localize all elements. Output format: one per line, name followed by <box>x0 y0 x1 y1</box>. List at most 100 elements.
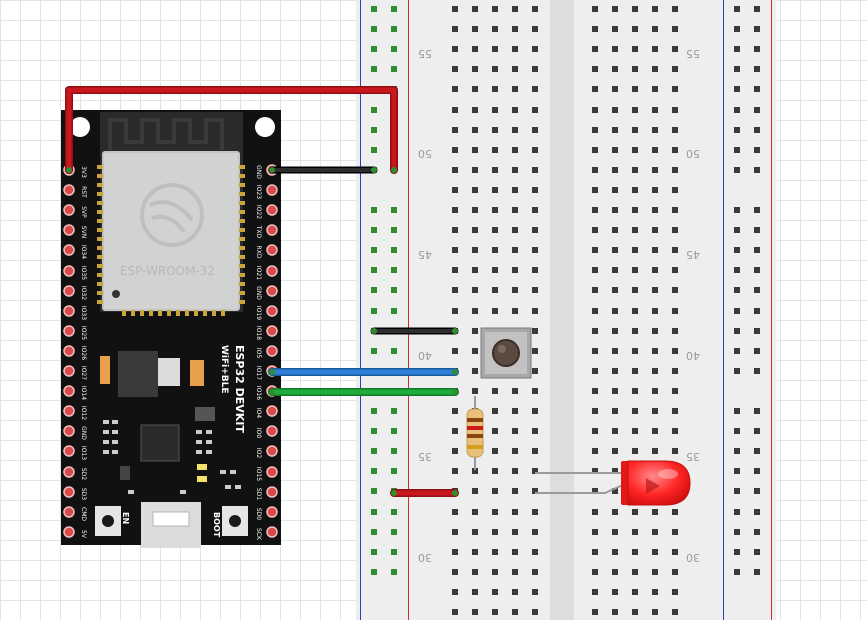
breadboard-hole <box>652 388 658 394</box>
breadboard-hole <box>612 207 618 213</box>
rail-hole <box>391 448 397 454</box>
breadboard-hole <box>472 287 478 293</box>
breadboard-hole <box>592 529 598 535</box>
breadboard-hole <box>672 308 678 314</box>
pin-label-left: SVN <box>80 226 87 238</box>
breadboard-hole <box>532 267 538 273</box>
rail-hole <box>734 247 740 253</box>
rail-hole <box>754 308 760 314</box>
castellation <box>239 228 245 232</box>
breadboard-hole <box>672 267 678 273</box>
castellation <box>239 237 245 241</box>
breadboard-hole <box>652 167 658 173</box>
row-number-45-right: 45 <box>686 248 700 261</box>
breadboard-hole <box>532 509 538 515</box>
castellation <box>239 282 245 286</box>
rail-hole <box>371 207 377 213</box>
esp-module: ESP-WROOM-32 <box>97 112 245 316</box>
wire-end <box>269 389 275 395</box>
castellation <box>194 310 198 316</box>
pin-label-left: SVP <box>80 206 87 218</box>
breadboard-hole <box>592 448 598 454</box>
breadboard-hole <box>632 267 638 273</box>
breadboard-hole <box>612 488 618 494</box>
pin-right <box>266 204 278 216</box>
castellation <box>239 165 245 169</box>
rail-hole <box>391 6 397 12</box>
pin-left <box>63 425 75 437</box>
pin-label-right: IO22 <box>255 205 262 219</box>
pin1-dot <box>112 290 120 298</box>
breadboard-hole <box>512 26 518 32</box>
pin-label-right: IO16 <box>255 386 262 400</box>
breadboard-hole <box>592 388 598 394</box>
rail-hole <box>371 267 377 273</box>
breadboard-hole <box>532 308 538 314</box>
castellation <box>97 237 103 241</box>
breadboard-hole <box>472 46 478 52</box>
breadboard-hole <box>592 6 598 12</box>
breadboard-hole <box>492 569 498 575</box>
breadboard-hole <box>632 569 638 575</box>
breadboard-hole <box>592 86 598 92</box>
rail-hole <box>754 488 760 494</box>
module-can <box>102 151 240 311</box>
rail-hole <box>371 107 377 113</box>
breadboard-hole <box>672 448 678 454</box>
breadboard-hole <box>632 227 638 233</box>
breadboard-hole <box>672 388 678 394</box>
en-button[interactable] <box>95 506 121 536</box>
rail-hole <box>734 227 740 233</box>
push-button[interactable] <box>480 327 532 379</box>
breadboard-hole <box>592 589 598 595</box>
breadboard-hole <box>632 6 638 12</box>
breadboard-hole <box>532 529 538 535</box>
breadboard-hole <box>532 207 538 213</box>
pin-label-right: IO5 <box>255 348 262 358</box>
rail-hole <box>754 6 760 12</box>
breadboard-hole <box>592 308 598 314</box>
castellation <box>203 310 207 316</box>
breadboard-hole <box>612 509 618 515</box>
pin-label-left: 5V <box>80 530 87 539</box>
breadboard-hole <box>592 287 598 293</box>
breadboard-hole <box>472 66 478 72</box>
status-led-2 <box>197 476 207 482</box>
breadboard-hole <box>632 328 638 334</box>
pin-left <box>63 305 75 317</box>
rail-hole <box>734 468 740 474</box>
pin-left <box>63 204 75 216</box>
rail-hole <box>371 308 377 314</box>
breadboard-hole <box>532 589 538 595</box>
espressif-logo-icon <box>140 183 204 247</box>
breadboard-hole <box>472 609 478 615</box>
breadboard-hole <box>532 287 538 293</box>
breadboard-hole <box>672 207 678 213</box>
pin-label-right: IO18 <box>255 326 262 340</box>
pin-right <box>266 506 278 518</box>
castellation <box>97 255 103 259</box>
breadboard-hole <box>492 609 498 615</box>
rail-hole <box>734 428 740 434</box>
rail-hole <box>734 287 740 293</box>
breadboard-hole <box>652 86 658 92</box>
rail-hole <box>754 448 760 454</box>
breadboard-hole <box>632 86 638 92</box>
boot-button[interactable] <box>222 506 248 536</box>
rail-hole <box>391 46 397 52</box>
pin-left <box>63 526 75 538</box>
pin-left <box>63 405 75 417</box>
rail-hole <box>754 549 760 555</box>
rail-hole <box>734 488 740 494</box>
module-label: ESP-WROOM-32 <box>120 264 215 278</box>
rail-hole <box>754 368 760 374</box>
breadboard-hole <box>532 368 538 374</box>
breadboard-hole <box>672 167 678 173</box>
rail-hole <box>391 207 397 213</box>
pin-label-left: IO33 <box>80 306 87 320</box>
breadboard-hole <box>532 408 538 414</box>
breadboard-hole <box>472 107 478 113</box>
breadboard-hole <box>652 26 658 32</box>
breadboard-hole <box>532 609 538 615</box>
wire-end <box>391 490 397 496</box>
